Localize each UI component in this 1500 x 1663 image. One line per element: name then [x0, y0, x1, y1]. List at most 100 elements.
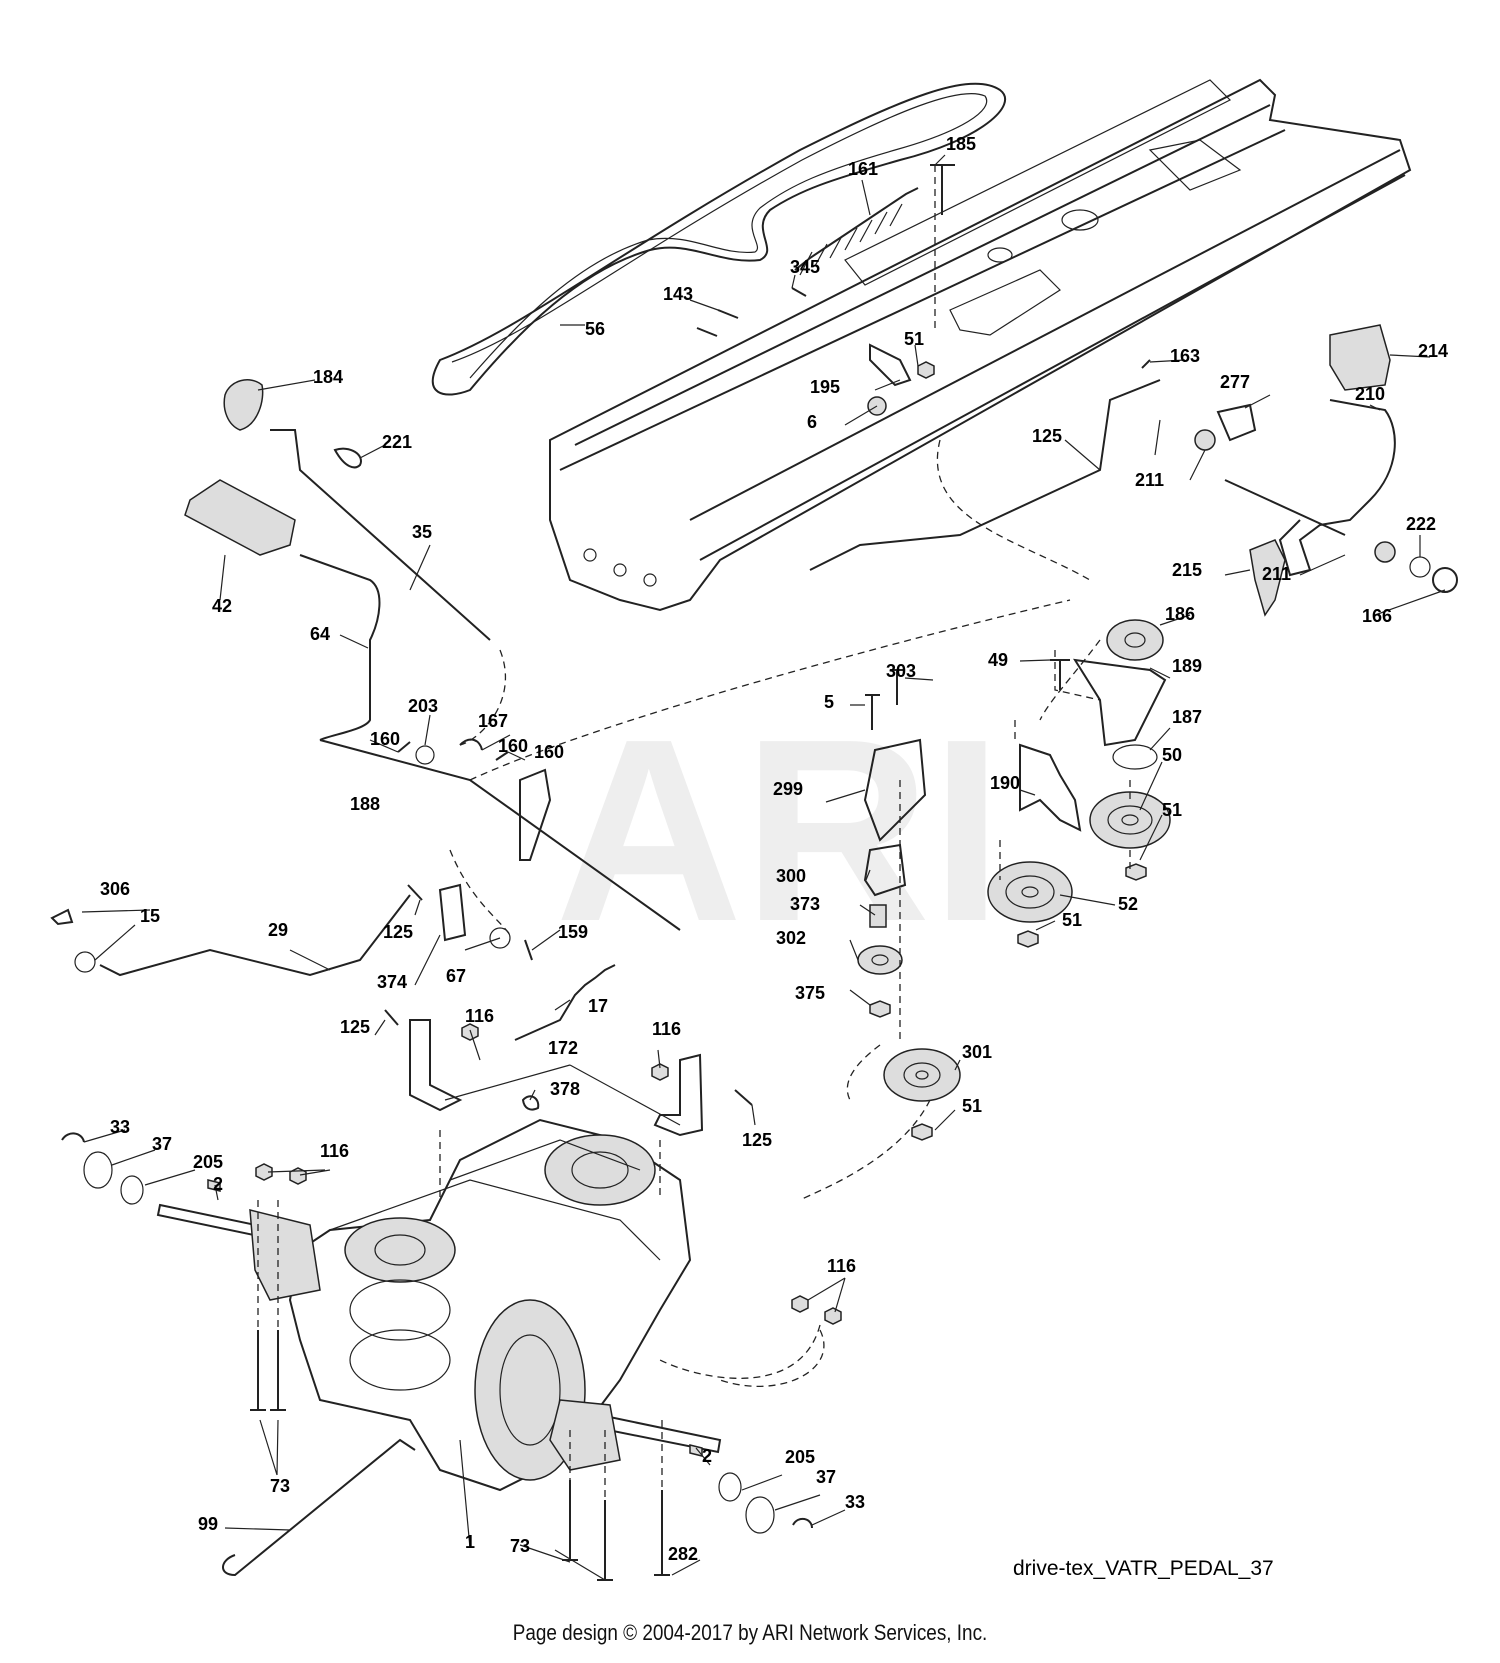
copyright-footer: Page design © 2004-2017 by ARI Network S…	[512, 1620, 988, 1645]
part-number-label: 203	[408, 696, 438, 716]
shaft-211	[1224, 479, 1346, 536]
part-number-label: 125	[383, 922, 413, 942]
part-number-label: 306	[100, 879, 130, 899]
cover-299	[863, 738, 927, 842]
nut-116-c	[255, 1163, 273, 1181]
part-number-label: 375	[795, 983, 825, 1003]
part-number-label: 167	[478, 711, 508, 731]
diagram-reference-label: drive-tex_VATR_PEDAL_37	[1013, 1557, 1274, 1580]
part-number-label: 37	[152, 1134, 172, 1154]
bracket-195	[869, 343, 912, 387]
bracket-172-right	[653, 1053, 704, 1137]
part-number-label: 205	[193, 1152, 223, 1172]
pulley-52	[987, 861, 1073, 923]
screws-143	[696, 309, 739, 337]
spacer-187	[1112, 744, 1158, 770]
nut-51-top	[917, 361, 935, 379]
part-number-label: 184	[313, 367, 343, 387]
rod-163	[809, 379, 1161, 571]
right-axle	[549, 1399, 722, 1471]
part-number-label: 195	[810, 377, 840, 397]
bracket-374	[438, 883, 467, 942]
part-number-label: 185	[946, 134, 976, 154]
part-number-label: 378	[550, 1079, 580, 1099]
washer-205-left	[120, 1175, 144, 1205]
nut-116-d	[289, 1167, 307, 1185]
idler-pulley-186	[1106, 619, 1164, 661]
part-number-label: 205	[785, 1447, 815, 1467]
washer-67	[489, 927, 511, 949]
bolt-303	[890, 669, 905, 705]
pin-159	[524, 939, 533, 961]
key-2-left	[207, 1179, 221, 1192]
pedal-pad-214	[1329, 324, 1391, 391]
screw-125-a	[407, 884, 423, 901]
part-number-label: 6	[807, 412, 817, 432]
clip-160-left	[397, 741, 411, 753]
part-number-label: 17	[588, 996, 608, 1016]
bracket-300	[863, 843, 907, 897]
screw-125-c	[384, 1009, 399, 1026]
left-axle	[156, 1203, 321, 1301]
part-number-label: 301	[962, 1042, 992, 1062]
part-number-label: 35	[412, 522, 432, 542]
spacer-373	[869, 904, 887, 928]
nut-116-a	[461, 1023, 479, 1041]
part-number-label: 125	[340, 1017, 370, 1037]
part-number-label: 67	[446, 966, 466, 986]
part-number-label: 221	[382, 432, 412, 452]
washer-15	[74, 951, 96, 973]
part-number-label: 211	[1135, 470, 1164, 490]
spring-17	[514, 964, 616, 1041]
part-number-label: 51	[962, 1096, 982, 1116]
part-number-label: 189	[1172, 656, 1202, 676]
part-number-label: 116	[652, 1019, 681, 1039]
part-number-label: 42	[212, 596, 232, 616]
part-number-label: 190	[990, 773, 1020, 793]
bolts-73-bottom	[562, 1480, 613, 1581]
bushing-211	[1194, 429, 1216, 451]
key-2-right	[689, 1444, 703, 1457]
bolt-49	[1050, 659, 1070, 690]
leader-lines	[81, 154, 1446, 1581]
part-number-label: 2	[213, 1174, 223, 1194]
bracket-277	[1216, 403, 1257, 442]
part-number-label: 160	[370, 729, 400, 749]
part-number-label: 51	[904, 329, 924, 349]
part-number-label: 33	[845, 1492, 865, 1512]
part-number-label: 374	[377, 972, 407, 992]
bracket-172-left	[409, 1019, 463, 1112]
nut-51-b	[1125, 863, 1147, 881]
pulley-301	[883, 1048, 961, 1102]
part-number-label: 116	[320, 1141, 349, 1161]
part-number-label: 159	[558, 922, 588, 942]
clip-378	[521, 1095, 540, 1111]
clip-167	[459, 738, 483, 751]
part-number-label: 163	[1170, 346, 1200, 366]
part-number-label: 345	[790, 257, 820, 277]
part-number-label: 5	[824, 692, 834, 712]
part-number-label: 52	[1118, 894, 1138, 914]
part-number-label: 172	[548, 1038, 578, 1058]
hairpin-221	[333, 447, 362, 469]
guide-lines	[257, 165, 1131, 1500]
part-number-label: 160	[498, 736, 528, 756]
part-number-label: 299	[773, 779, 803, 799]
nut-116-e	[791, 1295, 809, 1313]
washer-222	[1409, 556, 1431, 578]
e-clip-33-left	[61, 1132, 85, 1143]
clip-160-rod	[1141, 359, 1151, 369]
idler-arm-189	[1073, 658, 1167, 747]
washer-37-left	[83, 1151, 113, 1189]
part-number-label: 211	[1262, 564, 1291, 584]
part-number-label: 143	[663, 284, 693, 304]
part-number-label: 116	[827, 1256, 856, 1276]
part-number-label: 15	[140, 906, 160, 926]
part-number-label: 29	[268, 920, 288, 940]
nut-51-c	[1017, 930, 1039, 948]
bushing-211-b	[1374, 541, 1396, 563]
nut-51-d	[911, 1123, 933, 1141]
part-number-label: 33	[110, 1117, 130, 1137]
